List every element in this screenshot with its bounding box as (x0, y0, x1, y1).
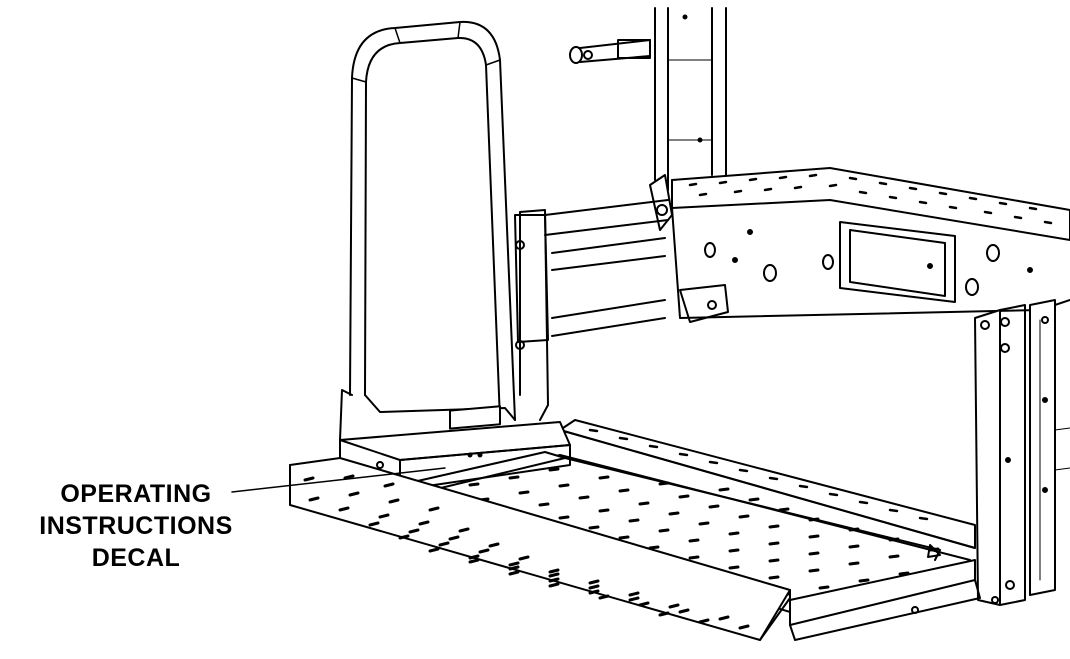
right-posts (974, 299, 1070, 606)
rear-mast (569, 7, 727, 191)
parallel-arms (514, 174, 729, 350)
inboard-rollstop (789, 544, 999, 641)
callout-leader-line (231, 467, 446, 493)
rear-platform (559, 419, 976, 549)
callout-line-1: OPERATING (60, 480, 212, 508)
rail-base (339, 405, 571, 491)
upper-frame (671, 167, 1070, 319)
bridge-plate (289, 457, 791, 641)
callout-line-3: DECAL (91, 544, 181, 572)
callout-line-2: INSTRUCTIONS (39, 512, 233, 540)
handrail (339, 20, 549, 441)
callout-label-operating-instructions-decal: OPERATING INSTRUCTIONS DECAL (0, 478, 272, 574)
